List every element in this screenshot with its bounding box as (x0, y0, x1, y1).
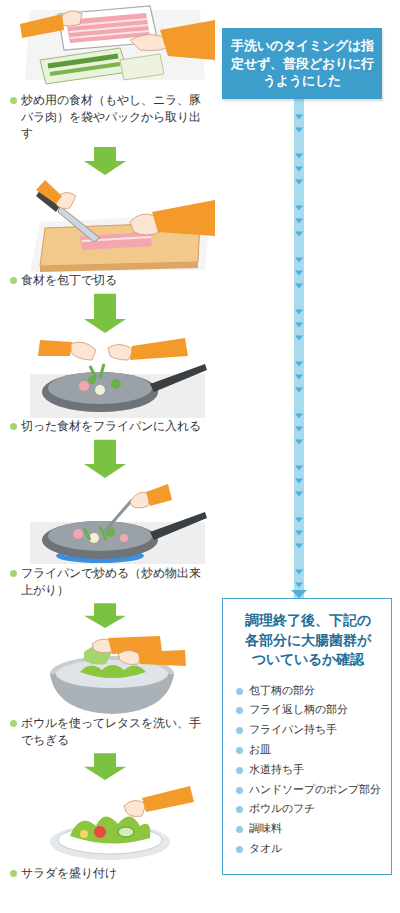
stir-fry-illustration (30, 484, 207, 564)
step-caption: サラダを盛り付け (8, 865, 208, 882)
check-item: ボウルのフチ (235, 802, 381, 816)
step-panel: 炒め用の食材（もやし、ニラ、豚バラ肉）を袋やパックから取り出す (8, 0, 208, 142)
step-caption: ボウルを使ってレタスを洗い、手でちぎる (8, 715, 208, 748)
check-heading: 調理終了後、下記の各部分に大腸菌群がついているか確認 (242, 611, 374, 670)
bowl-illustration (50, 636, 186, 714)
step-caption: 炒め用の食材（もやし、ニラ、豚バラ肉）を袋やパックから取り出す (8, 92, 208, 142)
salad-illustration (50, 786, 194, 860)
unpack-illustration (20, 6, 215, 84)
step-panel: ボウルを使ってレタスを洗い、手でちぎる (8, 633, 208, 748)
check-item: 包丁柄の部分 (235, 684, 381, 698)
flow-arrow (84, 440, 126, 478)
step-panel: 食材を包丁で切る (8, 180, 208, 289)
cutting-illustration (30, 180, 215, 272)
flow-arrow (84, 753, 126, 780)
flow-arrow (291, 99, 307, 599)
step-caption: フライパンで炒める（炒め物出来上がり） (8, 565, 208, 598)
step-panel: 切った食材をフライパンに入れる (8, 338, 208, 435)
add-to-pan-illustration (30, 338, 207, 418)
flow-arrow (84, 603, 126, 628)
check-item: フライ返し柄の部分 (235, 703, 381, 717)
note-box: 手洗いのタイミングは指定せず、普段どおりに行うようにした (222, 28, 382, 99)
flow-arrow (84, 294, 126, 333)
flow-arrow (84, 147, 126, 175)
check-item: フライパン持ち手 (235, 723, 381, 737)
step-panel: フライパンで炒める（炒め物出来上がり） (8, 483, 208, 598)
check-item: お皿 (235, 743, 381, 757)
check-box: 調理終了後、下記の各部分に大腸菌群がついているか確認包丁柄の部分フライ返し柄の部… (222, 598, 392, 875)
check-item: ハンドソープのポンプ部分 (235, 783, 381, 797)
check-item: タオル (235, 842, 381, 856)
step-caption: 切った食材をフライパンに入れる (8, 418, 208, 435)
step-panel: サラダを盛り付け (8, 785, 208, 882)
check-item: 調味料 (235, 822, 381, 836)
check-item: 水道持ち手 (235, 763, 381, 777)
note-text: 手洗いのタイミングは指定せず、普段どおりに行うようにした (230, 37, 374, 90)
step-caption: 食材を包丁で切る (8, 272, 208, 289)
